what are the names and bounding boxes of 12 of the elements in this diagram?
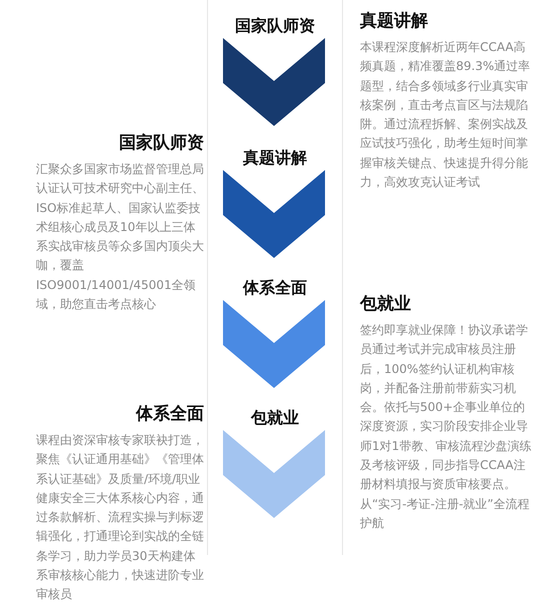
step-heading: 体系全面 [243, 278, 307, 298]
step-heading: 真题讲解 [243, 148, 307, 168]
section-heading: 体系全面 [134, 403, 204, 425]
section-heading: 真题讲解 [360, 10, 429, 32]
step-heading: 包就业 [251, 408, 299, 428]
section-heading: 包就业 [360, 293, 412, 315]
section-heading: 国家队师资 [118, 132, 204, 154]
description-text: 汇聚众多国家市场监督管理总局认证认可技术研究中心副主任、ISO标准起草人、国家认监委技术组核心成员及10年以上三体系实战审核员等众多国内顶尖大咖，覆盖ISO9001/14001/45001全领域，助您直击考点核心 [36, 161, 204, 314]
step-heading: 国家队师资 [235, 16, 315, 36]
description-text: 课程由资深审核专家联袂打造，聚焦《认证通用基础》《管理体系认证基础》及质量/环境/职业健康安全三大体系核心内容，通过条款解析、流程实操与判标逻辑强化，打通理论到实战的全链条学习，助力学员30天构建体系审核核心能力，快速进阶专业审核员 [36, 432, 204, 604]
description-text: 签约即享就业保障！协议承诺学员通过考试并完成审核员注册后，100%签约认证机构审核岗，并配备注册前带薪实习机会。依托与500+企事业单位的深度资源，实习阶段安排企业导师1对1带教、审核流程沙盘演练及考核评级，同步指导CCAA注册材料填报与资质审核要点。从“实习-考证-注册-就业”全流程护航 [360, 322, 532, 532]
description-text: 本课程深度解析近两年CCAA高频真题，精准覆盖89.3%通过率题型，结合多领域多行业真实审核案例，直击考点盲区与法规陷阱。通过流程拆解、案例实战及应试技巧强化，助考生短时间掌握审核关键点、快速提升得分能力，高效攻克认证考试 [360, 39, 532, 192]
